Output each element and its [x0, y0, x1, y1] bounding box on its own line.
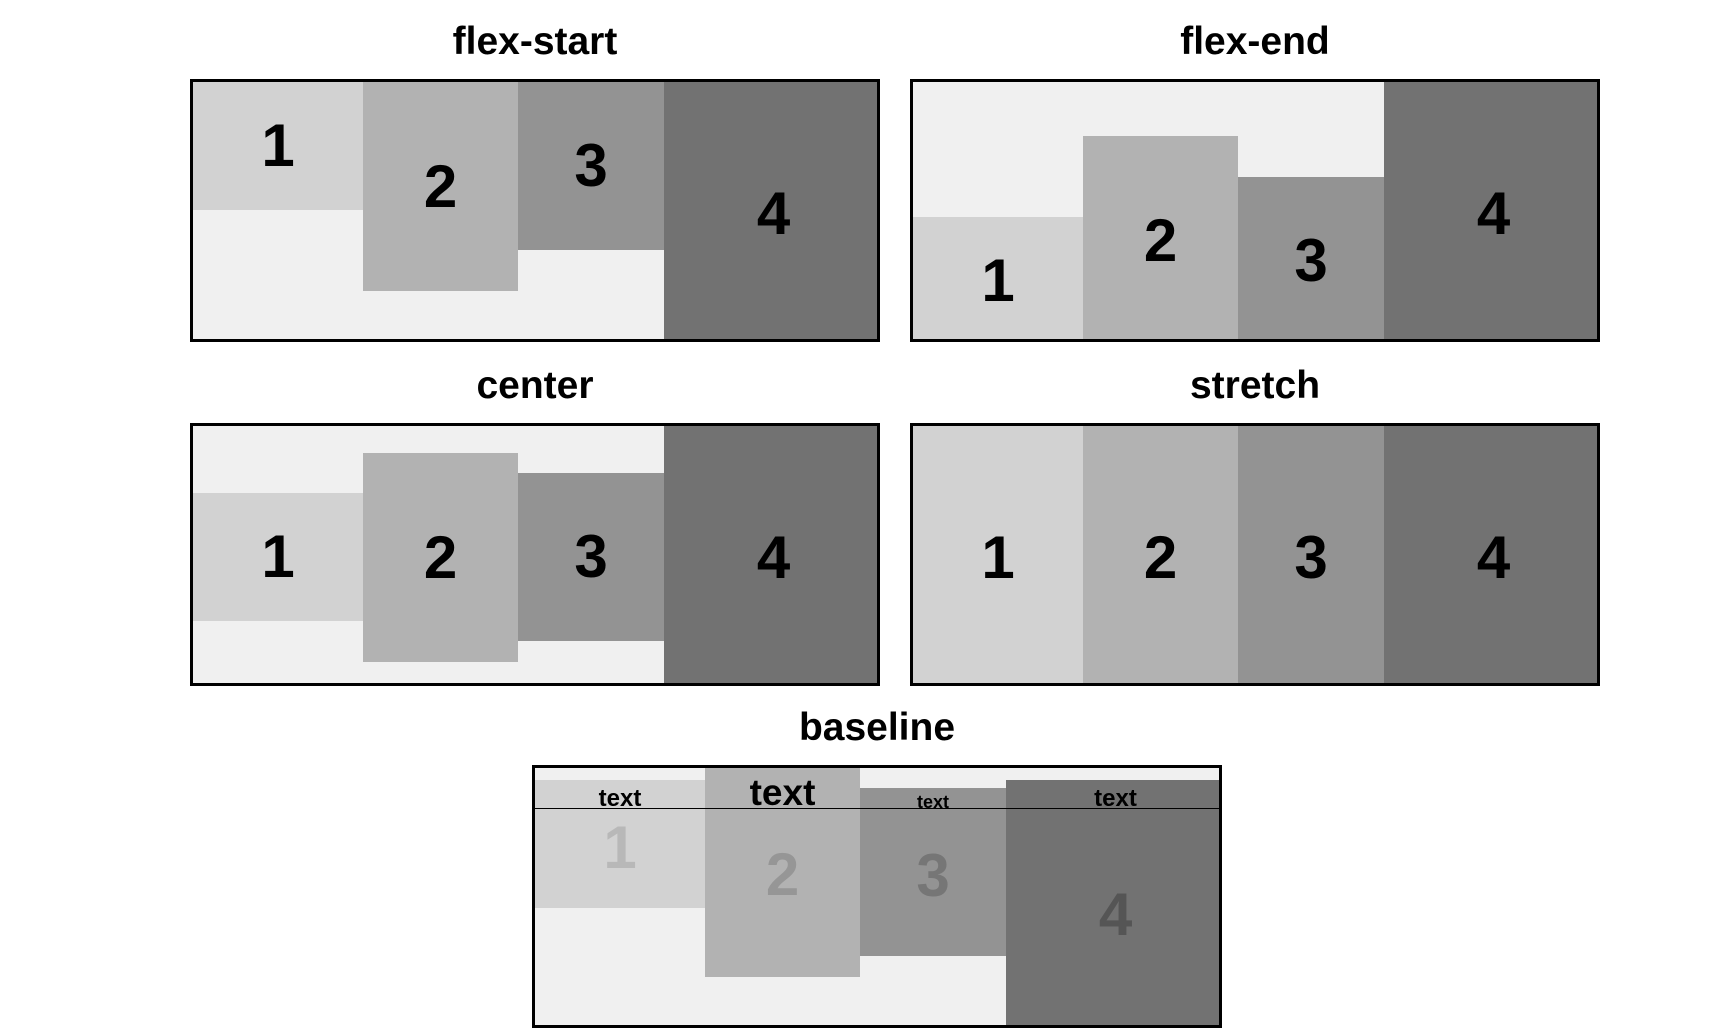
center-item-2-label: 2 [423, 523, 458, 591]
baseline-item-2: text 2 [705, 768, 860, 977]
baseline-item-4: text 4 [1006, 780, 1219, 1025]
flex-end-item-1: 1 [913, 217, 1083, 339]
baseline-item-3: text 3 [860, 788, 1006, 956]
stretch-item-3: 3 [1238, 426, 1384, 683]
baseline-item-3-label: 3 [916, 842, 950, 909]
flex-end-item-1-label: 1 [981, 247, 1015, 314]
baseline-item-2-text: text [749, 772, 816, 813]
stretch-item-4-label: 4 [1476, 523, 1511, 591]
baseline-item-4-label: 4 [1098, 881, 1133, 948]
title-stretch: stretch [1189, 364, 1321, 407]
baseline-item-4-text: text [1094, 785, 1137, 812]
stretch-item-3-label: 3 [1294, 523, 1328, 591]
flex-end-item-3-label: 3 [1294, 227, 1328, 294]
container-baseline: text 1 text 2 text 3 text 4 [532, 765, 1222, 1028]
baseline-item-1-label: 1 [603, 814, 637, 881]
center-item-4: 4 [664, 426, 877, 683]
flex-end-item-4-label: 4 [1476, 179, 1511, 247]
stretch-item-2: 2 [1083, 426, 1238, 683]
flex-end-item-2-label: 2 [1143, 206, 1178, 274]
baseline-item-1: text 1 [535, 780, 705, 908]
title-baseline: baseline [798, 706, 956, 749]
title-flex-end: flex-end [1180, 20, 1330, 63]
baseline-item-2-label: 2 [765, 841, 800, 908]
flex-end-item-2: 2 [1083, 136, 1238, 339]
flex-end-item-3: 3 [1238, 177, 1384, 339]
flex-start-item-4: 4 [664, 82, 877, 339]
center-item-2: 2 [363, 453, 518, 662]
container-flex-end: 1 2 3 4 [910, 79, 1600, 342]
stretch-item-2-label: 2 [1143, 523, 1178, 591]
stretch-item-1-label: 1 [981, 523, 1015, 591]
center-item-3-label: 3 [574, 523, 608, 590]
flex-start-item-1-label: 1 [261, 112, 295, 179]
stretch-item-4: 4 [1384, 426, 1597, 683]
stretch-item-1: 1 [913, 426, 1083, 683]
center-item-4-label: 4 [756, 523, 791, 591]
flex-start-item-4-label: 4 [756, 179, 791, 247]
title-flex-start: flex-start [452, 20, 618, 63]
container-center: 1 2 3 4 [190, 423, 880, 686]
flex-start-item-3-label: 3 [574, 132, 608, 199]
center-item-3: 3 [518, 473, 664, 641]
title-center: center [476, 364, 594, 407]
baseline-item-3-text: text [916, 792, 949, 812]
flex-start-item-1: 1 [193, 82, 363, 210]
baseline-item-1-text: text [598, 785, 642, 812]
baseline-guide-line [535, 808, 1219, 809]
center-item-1: 1 [193, 493, 363, 621]
flex-start-item-2-label: 2 [423, 152, 458, 220]
container-stretch: 1 2 3 4 [910, 423, 1600, 686]
container-flex-start: 1 2 3 4 [190, 79, 880, 342]
flex-start-item-2: 2 [363, 82, 518, 291]
flex-end-item-4: 4 [1384, 82, 1597, 339]
center-item-1-label: 1 [261, 523, 295, 590]
flex-start-item-3: 3 [518, 82, 664, 250]
